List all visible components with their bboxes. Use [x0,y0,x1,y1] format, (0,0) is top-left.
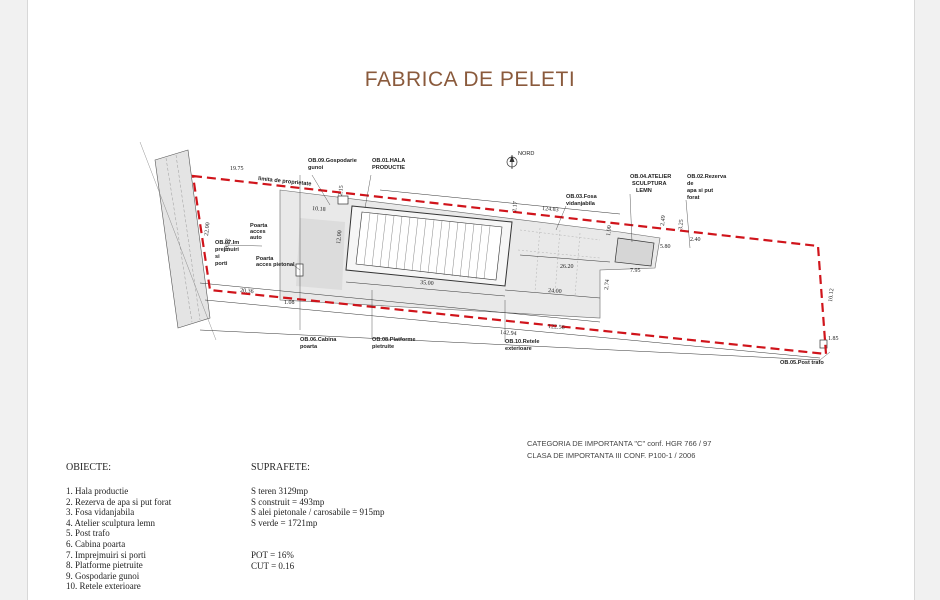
list-item: 8. Platforme pietruite [66,560,143,571]
list-item: S verde = 1721mp [251,517,318,528]
surfaces-heading: SUPRAFETE: [251,462,310,473]
list-item: 6. Cabina poarta [66,538,126,549]
list-item: 7. Imprejmuiri si porti [66,549,146,560]
dim: 26.20 [560,264,574,270]
indices-list: POT = 16% CUT = 0.16 [251,550,294,571]
dim: 5.80 [660,244,671,250]
list-item: S construit = 493mp [251,496,325,507]
dim: 3.25 [678,219,685,230]
objects-heading: OBIECTE: [66,462,111,473]
label-property-limit: limita de proprietate [258,176,312,188]
north-arrow-icon [506,155,518,169]
garbage-area [337,195,349,205]
north-label: NORD [518,151,534,157]
importance-category: CATEGORIA DE IMPORTANTA "C" conf. HGR 76… [527,439,712,448]
objects-list: 1. Hala productie 2. Rezerva de apa si p… [66,486,171,592]
inner-dimension-lines [199,189,821,361]
list-item: 5. Post trafo [66,528,110,539]
dim: 2.40 [690,237,701,243]
dim: 1.00 [606,225,613,236]
label-ob05: OB.05.Post trafo [780,360,824,366]
surfaces-list: S teren 3129mp S construit = 493mp S ale… [251,486,385,528]
cut-value: CUT = 0.16 [251,560,295,571]
dim: 142.94 [500,330,517,337]
dim: 2.17 [512,201,519,212]
list-item: 2. Rezerva de apa si put forat [66,496,172,507]
dim: 19.75 [230,166,244,172]
dim: 12.00 [336,230,343,244]
list-item: 10. Retele exterioare [66,581,141,592]
dim: 1.85 [828,336,839,342]
production-hall [345,205,513,287]
pot-value: POT = 16% [251,550,294,560]
property-boundary [191,174,828,356]
dim: 2.15 [338,185,345,196]
list-item: S teren 3129mp [251,486,308,496]
road-strip [139,141,217,341]
list-item: 9. Gospodarie gunoi [66,570,140,581]
dim: 10.18 [312,206,326,213]
list-item: 1. Hala productie [66,486,129,496]
list-item: 4. Atelier sculptura lemn [66,517,155,528]
dim: 2.74 [604,279,611,290]
dim: 7.95 [630,268,641,274]
list-item: 3. Fosa vidanjabila [66,507,135,518]
label-leaders [224,174,831,361]
transformer-post [819,339,828,349]
dim: 122.56 [548,324,565,331]
dim: 22.00 [204,222,211,236]
dim: 19.22 [224,238,231,252]
dim: 10.12 [828,288,835,302]
importance-class: CLASA DE IMPORTANTA III CONF. P100-1 / 2… [527,451,696,460]
dim: 35.00 [420,280,434,287]
dim: 20.36 [240,288,254,295]
dim: 24.00 [548,288,562,295]
dim: 124.83 [542,206,559,213]
page-title: FABRICA DE PELETI [364,68,576,91]
workshop-building [614,237,655,267]
dim: 2.49 [660,215,667,226]
platform-grid [517,227,601,297]
list-item: S alei pietonale / carosabile = 915mp [251,507,385,518]
guard-cabin [295,263,304,277]
dim: 1.08 [284,300,295,306]
